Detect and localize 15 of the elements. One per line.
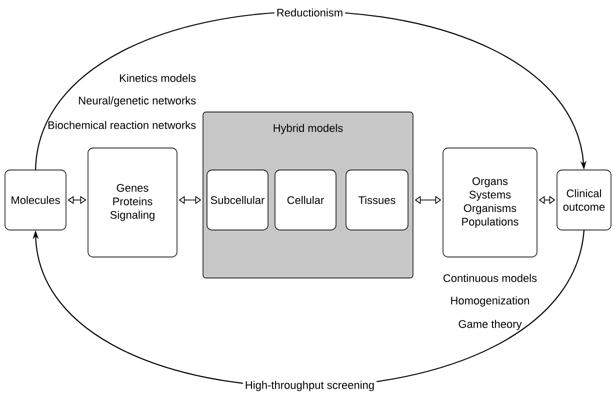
edge-label: High-throughput screening bbox=[242, 378, 377, 394]
side-note: Neural/genetic networks bbox=[79, 96, 196, 107]
process-box: Clinical outcome bbox=[556, 170, 612, 230]
side-note: Homogenization bbox=[451, 296, 529, 307]
process-box: Tissues bbox=[346, 170, 408, 230]
process-box: Organs Systems Organisms Populations bbox=[442, 148, 538, 258]
process-box: Molecules bbox=[4, 170, 66, 230]
process-box: Cellular bbox=[274, 170, 336, 230]
process-box: Genes Proteins Signaling bbox=[88, 148, 178, 258]
process-box: Subcellular bbox=[206, 170, 268, 230]
edge-label: Reductionism bbox=[274, 6, 346, 19]
side-note: Game theory bbox=[458, 320, 522, 330]
side-note: Continuous models bbox=[443, 274, 537, 282]
side-note: Biochemical reaction networks bbox=[48, 120, 196, 130]
side-note: Kinetics models bbox=[120, 74, 196, 82]
